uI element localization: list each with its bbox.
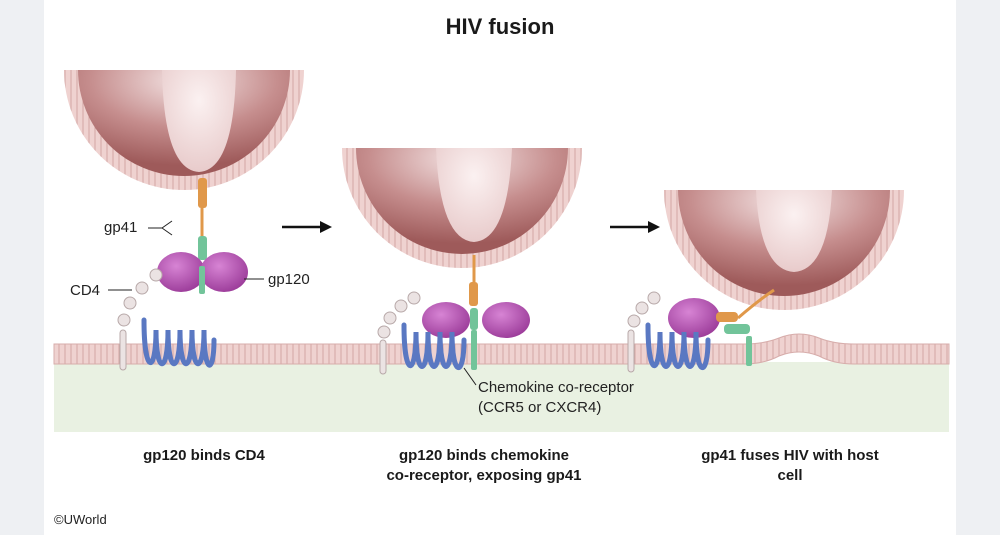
cd4-label: CD4 xyxy=(70,282,100,299)
gp41-label: gp41 xyxy=(104,219,137,236)
panel-3 xyxy=(627,190,904,373)
gp120-3 xyxy=(668,298,720,338)
coreceptor-1 xyxy=(141,317,217,368)
gp41-tail-2 xyxy=(471,330,477,370)
coreceptor-leader xyxy=(463,367,477,386)
caption-1-line1: gp120 binds CD4 xyxy=(143,447,265,464)
gp41-tail-3 xyxy=(746,336,752,366)
cd4-receptor-1 xyxy=(117,268,163,371)
diagram-canvas: gp41 CD4 gp120 xyxy=(53,70,950,432)
caption-3-line2: cell xyxy=(777,467,803,484)
arrow-2 xyxy=(610,221,660,233)
host-cytoplasm xyxy=(54,362,949,432)
gp41-fusion-3 xyxy=(737,288,775,320)
coreceptor-label-line1: Chemokine co-receptor xyxy=(478,379,634,396)
coreceptor-2 xyxy=(401,322,467,370)
virus-capsid-1 xyxy=(162,70,236,172)
gp120-right-1 xyxy=(200,252,248,292)
gp120-right-2 xyxy=(482,302,530,338)
gp41-lower-1 xyxy=(198,236,207,260)
gp120-label: gp120 xyxy=(268,271,310,288)
gp41-lower-3 xyxy=(724,324,750,334)
caption-3-line1: gp41 fuses HIV with host xyxy=(701,447,879,464)
coreceptor-3 xyxy=(645,322,711,370)
gp41-lower-2 xyxy=(470,308,478,330)
caption-step-1: gp120 binds CD4 xyxy=(54,446,354,466)
caption-2-line1: gp120 binds chemokine xyxy=(398,447,570,464)
gp41-leader xyxy=(148,220,173,236)
figure-title: HIV fusion xyxy=(445,14,555,39)
gp120-left-2 xyxy=(422,302,470,338)
panel-2: Chemokine co-receptor (CCR5 or CXCR4) xyxy=(342,148,634,416)
host-membrane xyxy=(53,333,950,365)
caption-2-line2: co-receptor, exposing gp41 xyxy=(386,467,582,484)
gp41-tail-1 xyxy=(199,266,205,294)
hiv-fusion-figure: HIV fusion xyxy=(44,0,956,535)
cd4-receptor-2 xyxy=(377,291,421,375)
gp41-upper-1 xyxy=(198,178,207,208)
virus-capsid-2 xyxy=(436,148,512,242)
caption-step-2: gp120 binds chemokine co-receptor, expos… xyxy=(334,446,634,486)
copyright-notice: ©UWorld xyxy=(54,512,107,527)
gp41-upper-3 xyxy=(716,312,738,322)
virus-capsid-3 xyxy=(756,190,832,272)
gp120-left-1 xyxy=(157,252,205,292)
cd4-receptor-3 xyxy=(627,291,661,373)
panel-1: gp41 CD4 gp120 xyxy=(64,70,310,371)
arrow-1 xyxy=(282,221,332,233)
caption-step-3: gp41 fuses HIV with host cell xyxy=(640,446,940,486)
gp41-upper-2 xyxy=(469,282,478,306)
coreceptor-label-line2: (CCR5 or CXCR4) xyxy=(478,399,601,416)
